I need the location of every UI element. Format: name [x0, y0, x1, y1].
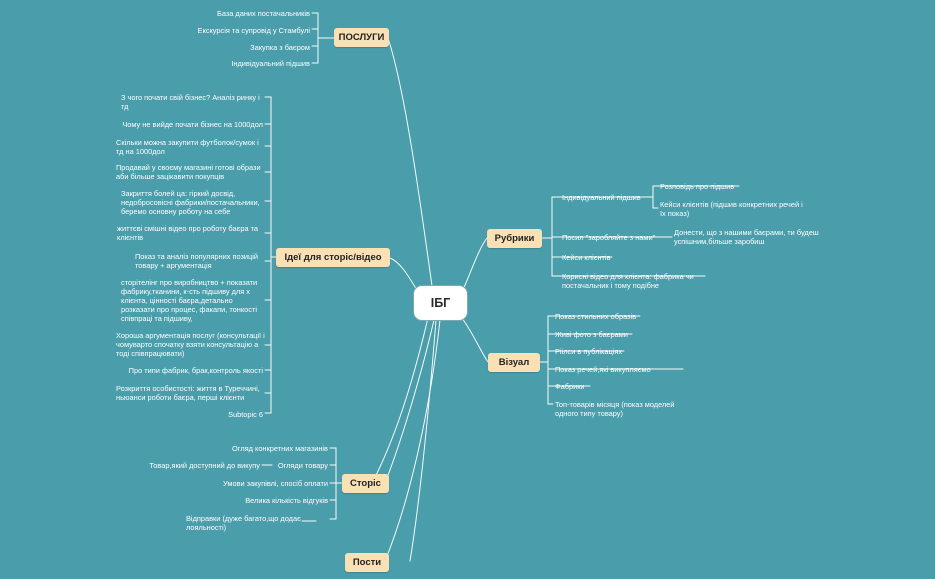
storis-item[interactable]: Огляди товару [277, 461, 328, 470]
idea-item[interactable]: життєві смішні відео про роботу баєра та… [117, 224, 259, 242]
idea-item[interactable]: Про типи фабрик, брак,контроль якості [128, 366, 263, 375]
rubric-individual[interactable]: Індивідуальний підшив [562, 193, 641, 202]
rubric-earn[interactable]: Посил "заробляйте з нами" [562, 233, 656, 242]
idea-item[interactable]: З чого почати свій бізнес? Аналіз ринку … [121, 93, 260, 111]
storis-item[interactable]: Огляд конкретних магазинів [232, 444, 328, 453]
idea-item[interactable]: Скільки можна закупити футболок/сумок і … [116, 138, 259, 156]
rubric-cases[interactable]: Кейси клієнтів [562, 253, 611, 262]
topic-posts[interactable]: Пости [345, 553, 389, 572]
visual-item[interactable]: Живі фото з баєрами [555, 330, 628, 339]
central-topic[interactable]: ІБГ [413, 285, 468, 321]
storis-item[interactable]: Відправки (дуже багато,що додає лояльнос… [186, 514, 301, 532]
topic-services[interactable]: ПОСЛУГИ [334, 28, 389, 47]
topic-storis[interactable]: Сторіс [342, 474, 389, 493]
idea-item[interactable]: Продавай у своєму магазині готові образи… [116, 163, 261, 181]
idea-item[interactable]: Показ та аналіз популярних позицій товар… [135, 252, 259, 270]
visual-item[interactable]: Показ стильних образів [555, 312, 637, 321]
storis-item[interactable]: Велика кількість відгуків [245, 496, 328, 505]
storis-sub-item[interactable]: Товар,який доступний до викупу [149, 461, 260, 470]
idea-item[interactable]: сторітелінг про виробництво + показати ф… [121, 278, 258, 323]
visual-item[interactable]: Ріілси в публікаціях [555, 347, 623, 356]
topic-stories-ideas[interactable]: Ідеї для сторіс/відео [276, 248, 390, 267]
rubric-useful[interactable]: Корисні відео для клієнта: фабрика чи по… [562, 272, 694, 290]
rubric-earn-child[interactable]: Донести, що з нашими баєрами, ти будеш у… [674, 228, 819, 246]
topic-visual[interactable]: Візуал [488, 353, 540, 372]
service-item[interactable]: Індивідуальний підшив [231, 59, 310, 68]
storis-item[interactable]: Умови закупівлі, спосіб оплати [223, 479, 328, 488]
service-item[interactable]: Екскурсія та супровід у Стамбулі [197, 26, 310, 35]
visual-item[interactable]: Показ речей,які викупляємо [555, 365, 651, 374]
visual-item[interactable]: Топ-товарів місяця (показ моделей одного… [555, 400, 675, 418]
idea-item[interactable]: Subtopic 6 [228, 410, 263, 419]
idea-item[interactable]: Хороша аргументація послуг (консультації… [116, 331, 265, 358]
idea-item[interactable]: Розкриття особистості: життя в Туреччині… [116, 384, 260, 402]
visual-item[interactable]: Фабрики [555, 382, 585, 391]
rubric-individual-child[interactable]: Розповідь про підшив [660, 182, 735, 191]
service-item[interactable]: База даних постачальників [216, 9, 310, 18]
rubric-individual-child[interactable]: Кейси клієнтів (підшив конкретних речей … [660, 200, 803, 218]
idea-item[interactable]: Закриття болей ца: гіркий досвід, недобр… [121, 189, 260, 216]
topic-rubrics[interactable]: Рубрики [487, 229, 542, 248]
idea-item[interactable]: Чому не вийде почати бізнес на 1000дол [122, 120, 263, 129]
service-item[interactable]: Закупка з баєром [250, 43, 310, 52]
